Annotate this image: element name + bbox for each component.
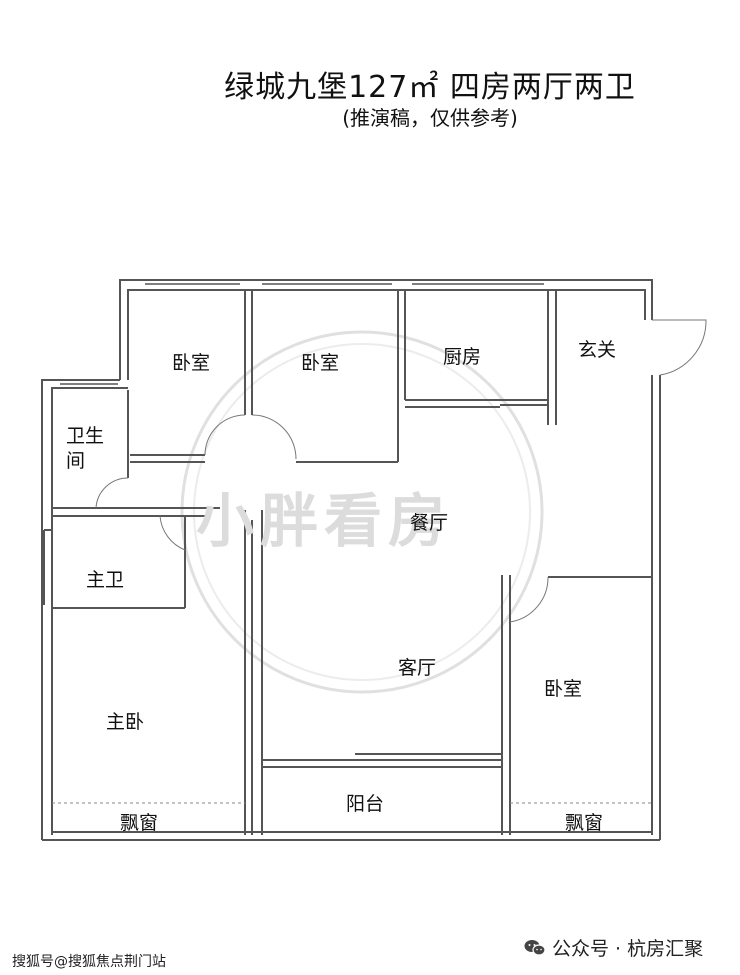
watermark-circle-inner bbox=[193, 343, 531, 681]
room-label-bay-window-left: 飘窗 bbox=[120, 812, 159, 834]
room-label-bedroom-3: 卧室 bbox=[544, 678, 583, 700]
room-label-bay-window-right: 飘窗 bbox=[565, 812, 604, 834]
top-windows bbox=[60, 283, 544, 385]
room-label-dining: 餐厅 bbox=[410, 512, 449, 534]
footer-account-text: 公众号 · 杭房汇聚 bbox=[552, 938, 704, 960]
room-label-bedroom-1: 卧室 bbox=[172, 352, 211, 374]
room-label-bathroom-line1: 卫生 bbox=[66, 425, 105, 447]
wechat-icon bbox=[524, 939, 546, 957]
room-label-entrance: 玄关 bbox=[578, 339, 617, 361]
door-arcs bbox=[95, 319, 707, 623]
room-label-living: 客厅 bbox=[398, 657, 437, 679]
room-label-kitchen: 厨房 bbox=[443, 346, 482, 368]
room-label-bathroom: 卫生 间 bbox=[66, 424, 110, 474]
room-label-bathroom-line2: 间 bbox=[66, 450, 86, 472]
walls bbox=[41, 279, 661, 841]
footer-source: 搜狐号@搜狐焦点荆门站 bbox=[12, 954, 166, 970]
plan-subtitle: (推演稿，仅供参考) bbox=[342, 106, 518, 130]
footer-account: 公众号 · 杭房汇聚 bbox=[524, 934, 703, 961]
watermark-text: 小胖看房 bbox=[196, 487, 453, 555]
room-label-master-bath: 主卫 bbox=[86, 569, 125, 591]
watermark-circle bbox=[180, 330, 544, 694]
room-label-bedroom-2: 卧室 bbox=[301, 352, 340, 374]
room-label-master-bedroom: 主卧 bbox=[106, 711, 145, 733]
room-label-balcony: 阳台 bbox=[346, 793, 385, 815]
plan-title: 绿城九堡127㎡ 四房两厅两卫 bbox=[224, 70, 636, 105]
